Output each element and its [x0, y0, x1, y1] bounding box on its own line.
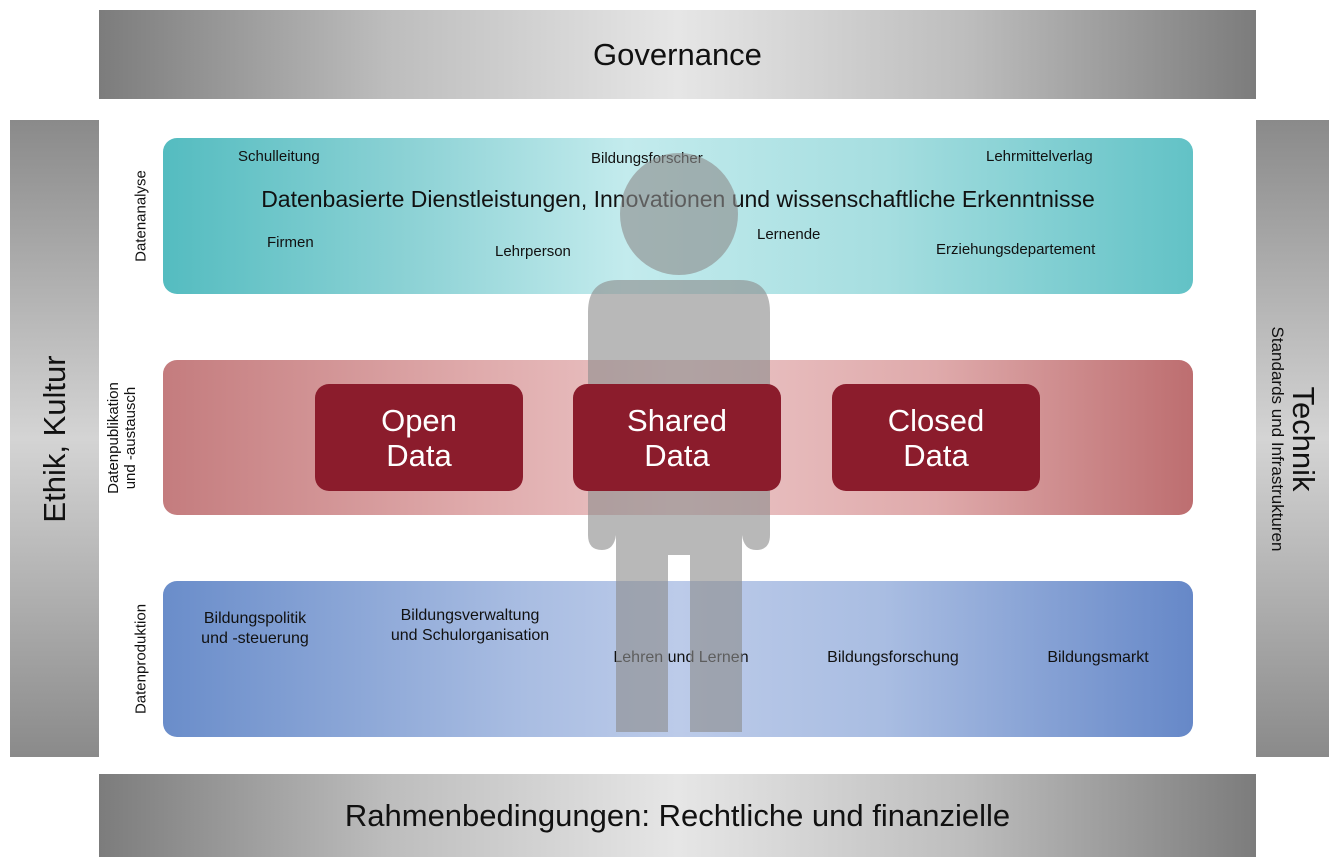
ethics-culture-bar: Ethik, Kultur: [10, 120, 99, 757]
governance-bar: Governance: [99, 10, 1256, 99]
framework-conditions-label: Rahmenbedingungen: Rechtliche und finanz…: [344, 797, 1011, 833]
governance-label: Governance: [593, 36, 762, 72]
framework-conditions-bar: Rahmenbedingungen: Rechtliche und finanz…: [99, 774, 1256, 857]
closed-data-box: Closed Data: [832, 384, 1040, 491]
production-item-market: Bildungsmarkt: [1047, 649, 1149, 666]
technology-bar: Technik Standards und Infrastrukturen: [1256, 120, 1329, 757]
ethics-culture-label: Ethik, Kultur: [36, 354, 72, 523]
production-item-research: Bildungsforschung: [827, 649, 959, 666]
technology-label-group: Technik Standards und Infrastrukturen: [1267, 326, 1321, 551]
data-analysis-side-label: Datenanalyse: [132, 170, 150, 262]
data-production-layer: Bildungspolitik und -steuerung Bildungsv…: [163, 581, 1193, 737]
stakeholder-textbook-publisher: Lehrmittelverlag: [986, 148, 1093, 165]
technology-title: Technik: [1285, 385, 1321, 492]
production-item-administration: Bildungsverwaltung und Schulorganisation: [390, 607, 550, 644]
analysis-headline: Datenbasierte Dienstleistungen, Innovati…: [261, 186, 1095, 212]
stakeholder-school-management: Schulleitung: [238, 148, 320, 165]
stakeholder-companies: Firmen: [267, 234, 314, 251]
stakeholder-teacher: Lehrperson: [495, 243, 571, 260]
technology-subtitle: Standards und Infrastrukturen: [1267, 326, 1287, 551]
stakeholder-learners: Lernende: [757, 226, 821, 243]
data-production-side-label: Datenproduktion: [132, 603, 150, 715]
data-analysis-layer: Schulleitung Bildungsforscher Lehrmittel…: [163, 138, 1193, 294]
production-item-policy: Bildungspolitik und -steuerung: [201, 610, 309, 647]
stakeholder-education-researcher: Bildungsforscher: [591, 150, 703, 167]
open-data-box: Open Data: [315, 384, 523, 491]
production-item-teaching-learning: Lehren und Lernen: [613, 649, 749, 666]
shared-data-box: Shared Data: [573, 384, 781, 491]
stakeholder-education-department: Erziehungsdepartement: [936, 241, 1096, 258]
data-publication-side-label: Datenpublikation und -austausch: [105, 381, 139, 494]
